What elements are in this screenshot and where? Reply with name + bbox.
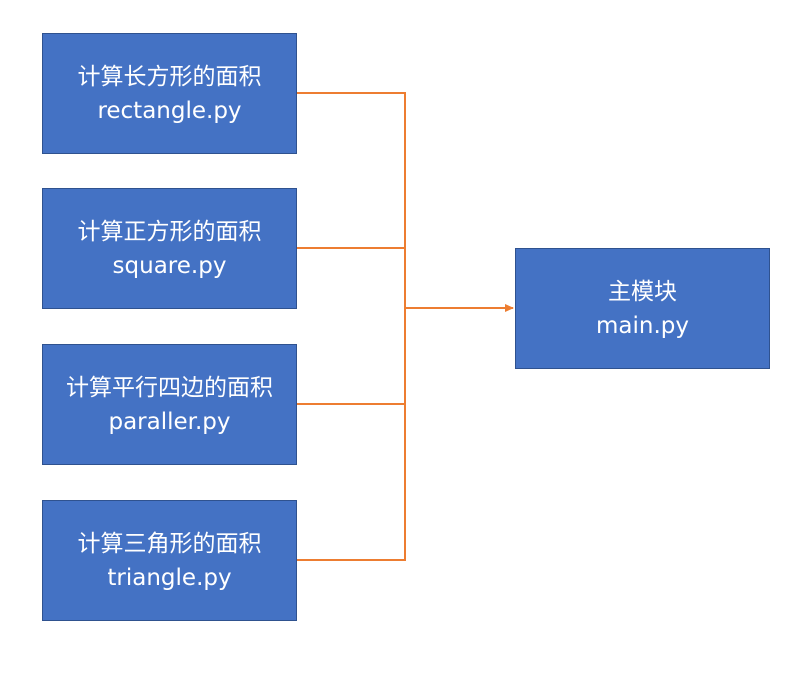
main-module-title: 主模块 <box>608 278 677 305</box>
module-title: 计算三角形的面积 <box>77 530 262 557</box>
module-filename: triangle.py <box>107 564 232 591</box>
module-filename: square.py <box>112 252 227 279</box>
module-box-square: 计算正方形的面积 square.py <box>42 188 297 309</box>
module-filename: rectangle.py <box>97 97 242 124</box>
main-module-box: 主模块 main.py <box>515 248 770 369</box>
module-filename: paraller.py <box>108 408 231 435</box>
module-title: 计算平行四边的面积 <box>66 374 273 401</box>
module-title: 计算正方形的面积 <box>77 218 262 245</box>
module-box-triangle: 计算三角形的面积 triangle.py <box>42 500 297 621</box>
main-module-filename: main.py <box>596 312 689 339</box>
module-box-rectangle: 计算长方形的面积 rectangle.py <box>42 33 297 154</box>
module-box-paraller: 计算平行四边的面积 paraller.py <box>42 344 297 465</box>
module-title: 计算长方形的面积 <box>77 63 262 90</box>
